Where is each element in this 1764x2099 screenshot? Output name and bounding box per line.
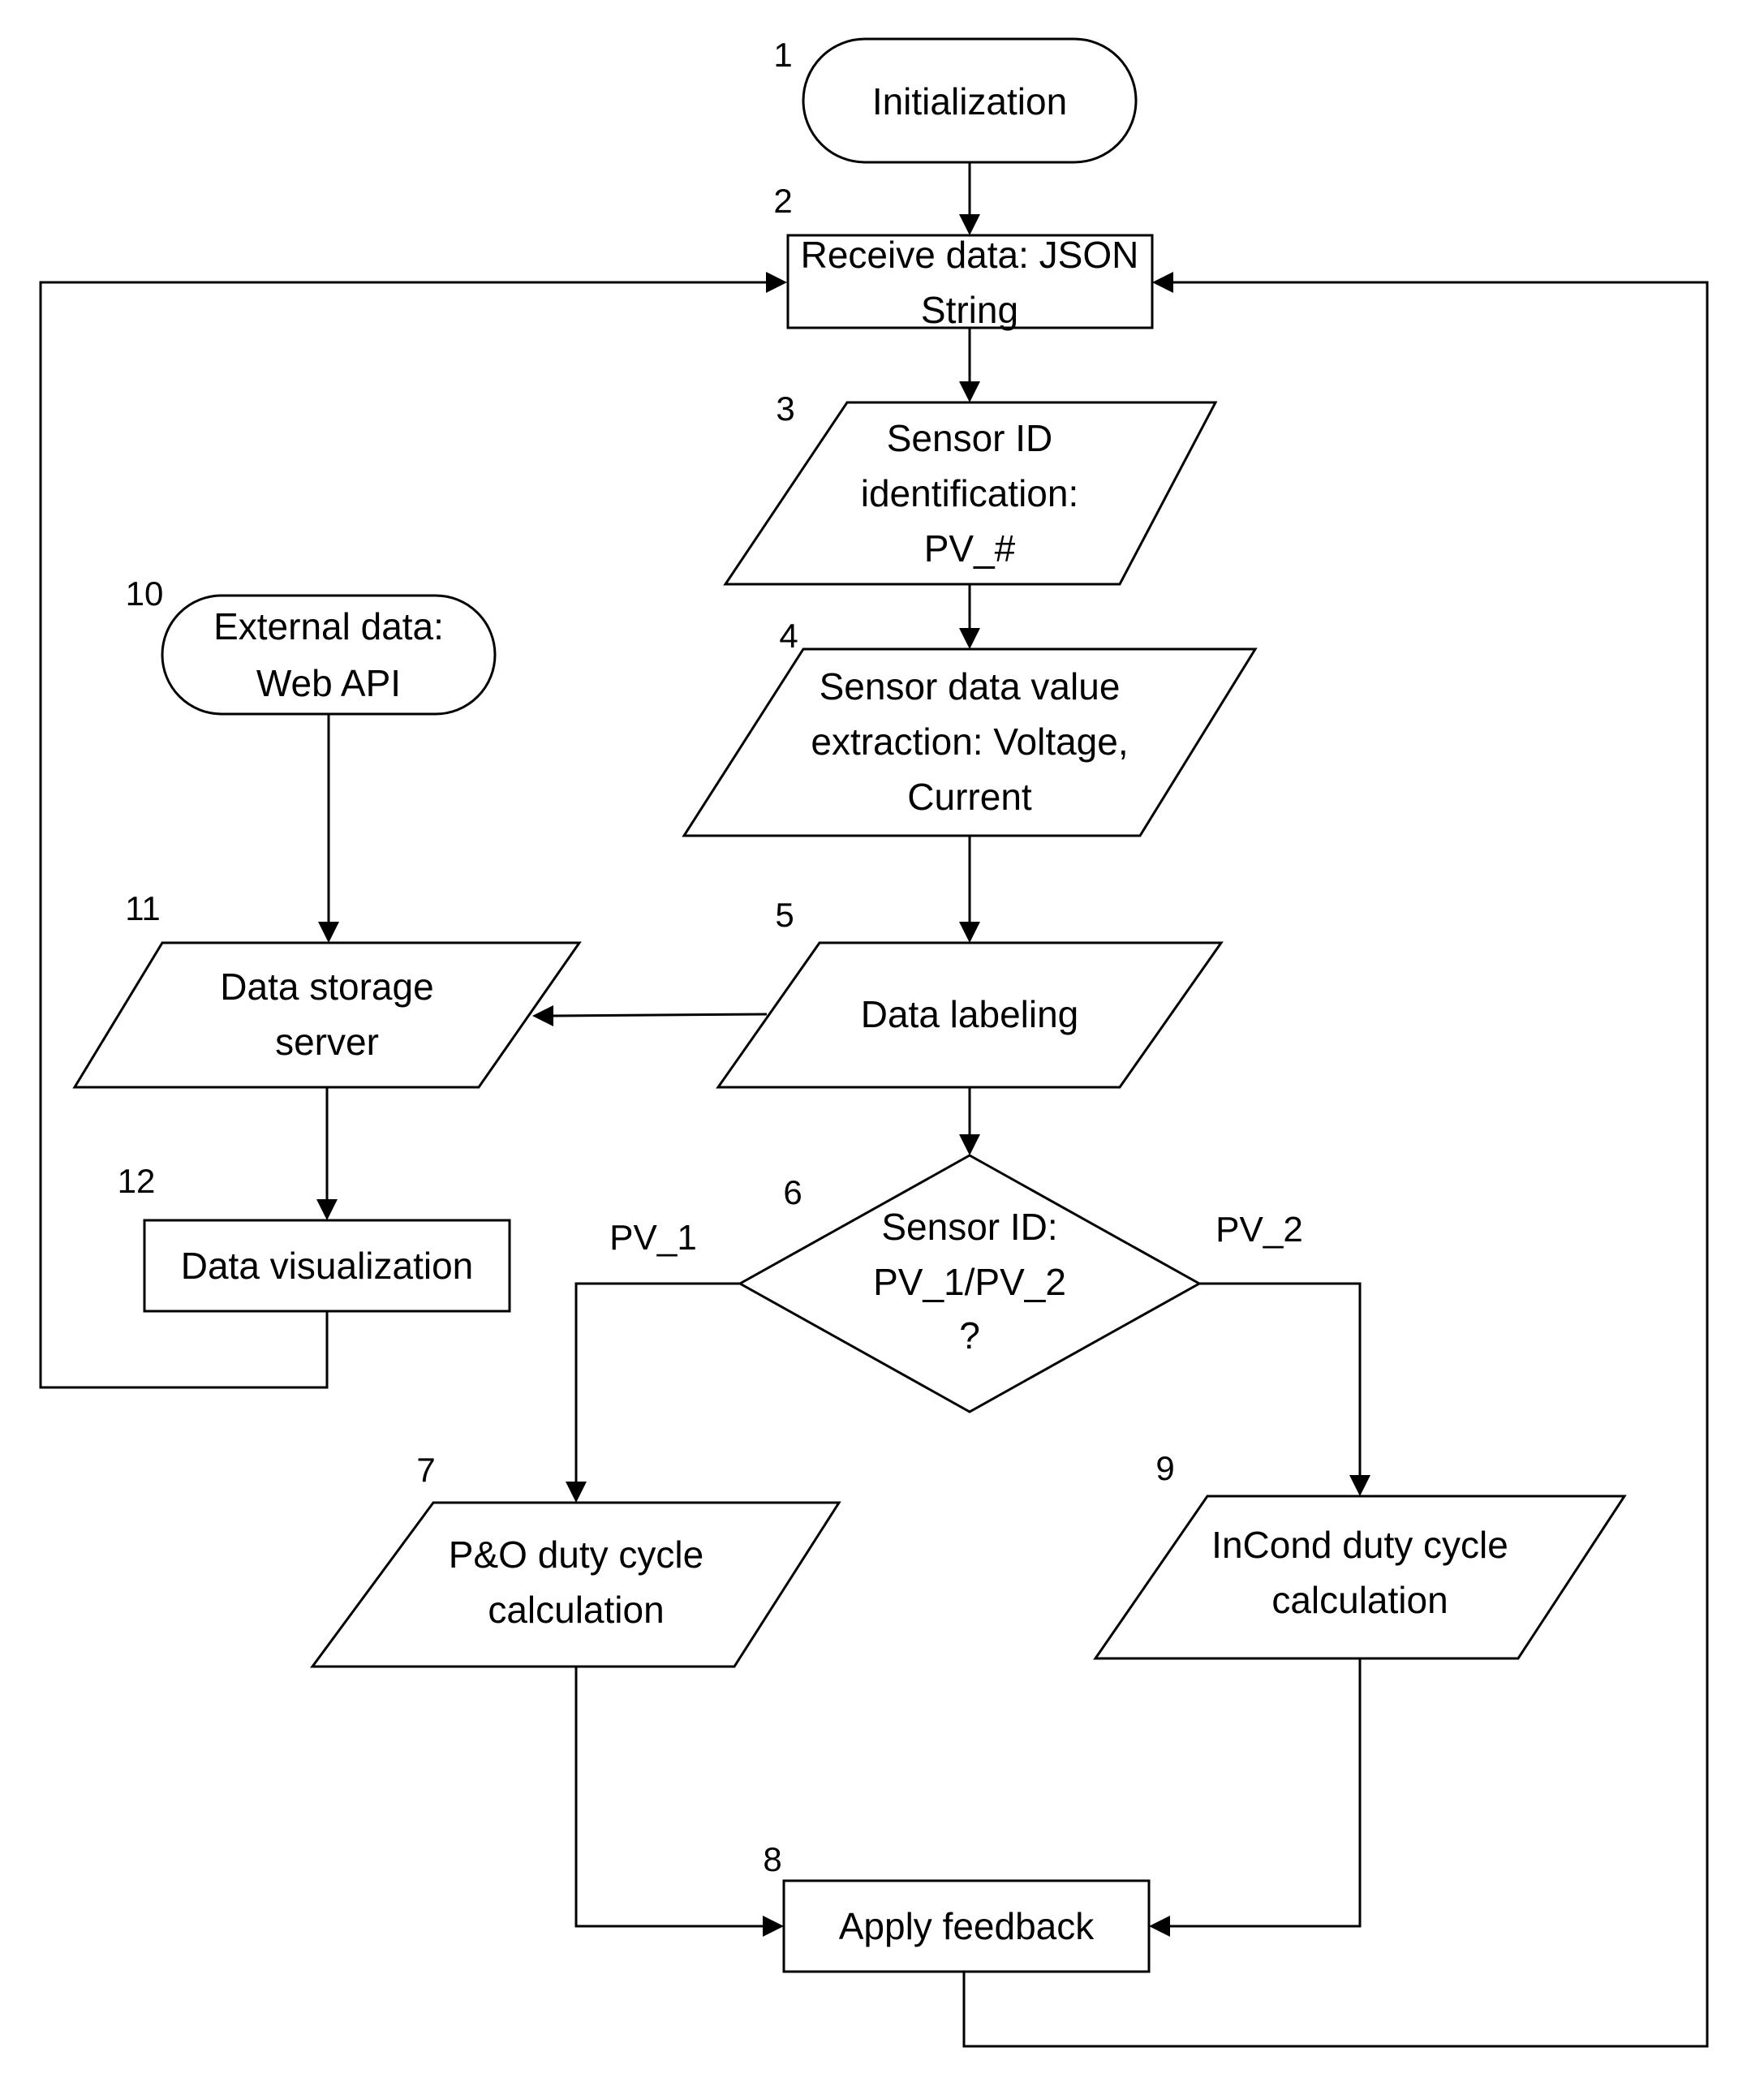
arrowhead-2-to-3 (959, 381, 980, 402)
step-number-12: 12 (118, 1162, 156, 1200)
connector-12-loop-to-2 (39, 281, 766, 1389)
branch-labels: PV_1 PV_2 (609, 1210, 1303, 1258)
node-6-label-line-1: Sensor ID: (881, 1206, 1057, 1248)
node-10-terminator (161, 594, 497, 716)
node-2-process (786, 234, 1154, 329)
step-number-2: 2 (773, 182, 792, 220)
node-9-data (1093, 1495, 1627, 1660)
node-6-label-line-3: ? (959, 1314, 980, 1357)
node-1-label: Initialization (872, 80, 1067, 123)
arrowhead-10-to-11 (318, 922, 339, 943)
arrowhead-6-to-9 (1349, 1475, 1370, 1496)
branch-label-pv2: PV_2 (1215, 1210, 1303, 1250)
node-4-label-line-2: extraction: Voltage, (811, 720, 1128, 763)
step-number-10: 10 (126, 574, 164, 613)
arrowhead-7-to-8 (763, 1916, 784, 1937)
node-9-label-line-2: calculation (1271, 1579, 1448, 1621)
arrowhead-4-to-5 (959, 922, 980, 943)
node-4-label-line-3: Current (907, 776, 1032, 818)
node-3-label-line-2: identification: (861, 472, 1079, 514)
arrowhead-3-to-4 (959, 628, 980, 649)
arrowhead-8-loop-to-2 (1152, 272, 1173, 293)
step-number-4: 4 (779, 617, 798, 655)
node-4-data (682, 647, 1258, 837)
node-10-label-line-1: External data: (213, 605, 444, 647)
node-6-label-line-2: PV_1/PV_2 (873, 1261, 1066, 1303)
arrowhead-11-to-12 (316, 1199, 338, 1220)
arrowhead-5-to-6 (959, 1134, 980, 1155)
step-number-6: 6 (783, 1173, 802, 1211)
connector-5-to-11 (553, 1013, 768, 1017)
node-3-data (723, 401, 1218, 586)
arrowhead-1-to-2 (959, 214, 980, 235)
node-2-label-line-1: Receive data: JSON (801, 234, 1139, 276)
step-number-5: 5 (775, 896, 794, 934)
node-5-data (716, 941, 1224, 1089)
node-3-label-line-1: Sensor ID (887, 417, 1053, 459)
node-10-label-line-2: Web API (256, 662, 401, 704)
node-5-label: Data labeling (861, 993, 1079, 1035)
node-3-label-line-3: PV_# (924, 527, 1016, 570)
node-9-label-line-1: InCond duty cycle (1211, 1524, 1508, 1566)
branch-label-pv1: PV_1 (609, 1218, 697, 1258)
shapes (72, 37, 1627, 1973)
step-numbers: 1 2 3 4 5 6 7 8 9 10 11 12 (118, 36, 1175, 1878)
node-11-data (72, 941, 582, 1089)
node-7-label-line-1: P&O duty cycle (449, 1533, 703, 1576)
arrowhead-12-loop-to-2 (766, 272, 787, 293)
arrowhead-5-to-11 (532, 1005, 553, 1026)
connectors (39, 162, 1709, 2048)
arrowhead-9-to-8 (1149, 1916, 1170, 1937)
arrowhead-6-to-7 (566, 1482, 587, 1503)
connector-7-to-8 (574, 1667, 763, 1928)
connector-9-to-8 (1170, 1658, 1362, 1928)
node-labels: Initialization Receive data: JSON String… (181, 80, 1508, 1947)
connector-6-to-7 (574, 1282, 740, 1482)
step-number-8: 8 (763, 1840, 781, 1878)
step-number-7: 7 (416, 1451, 435, 1489)
node-1-terminator (802, 37, 1138, 164)
node-8-process (782, 1879, 1151, 1973)
step-number-3: 3 (776, 389, 794, 428)
step-number-1: 1 (773, 36, 792, 74)
node-7-label-line-2: calculation (488, 1589, 664, 1631)
node-8-label: Apply feedback (839, 1905, 1095, 1947)
node-4-label-line-1: Sensor data value (820, 665, 1121, 708)
step-number-9: 9 (1155, 1449, 1174, 1487)
node-12-label: Data visualization (181, 1245, 474, 1287)
node-2-label-line-2: String (921, 289, 1018, 331)
step-number-11: 11 (125, 889, 161, 927)
node-7-data (310, 1501, 841, 1668)
node-11-label-line-1: Data storage (220, 966, 433, 1008)
connector-8-loop-to-2 (962, 281, 1709, 2048)
connector-6-to-9 (1199, 1282, 1362, 1475)
node-12-process (143, 1219, 511, 1313)
node-6-decision (737, 1154, 1203, 1413)
node-11-label-line-2: server (275, 1021, 379, 1063)
